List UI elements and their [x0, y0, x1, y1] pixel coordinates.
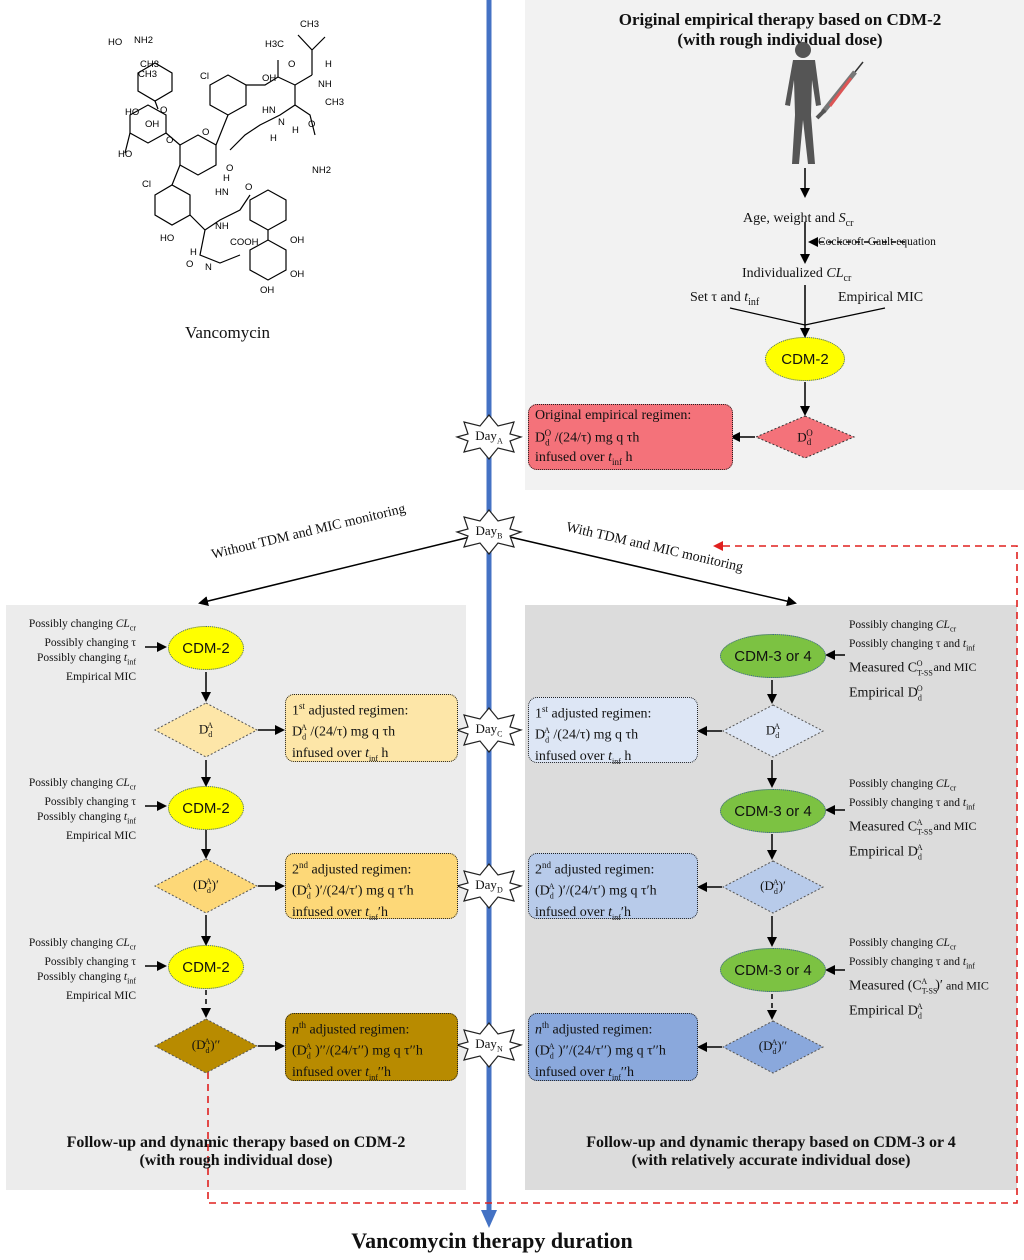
- atom-label: COOH: [230, 237, 259, 248]
- dose-diamond-original: DdO: [754, 415, 856, 459]
- day-a-marker: DayA: [455, 414, 523, 460]
- atom-label: NH2: [134, 35, 153, 46]
- atom-label: Cl: [200, 71, 209, 82]
- atom-label: CH3: [138, 69, 157, 80]
- therapy-duration-label: Vancomycin therapy duration: [351, 1228, 633, 1253]
- day-b-marker: DayB: [455, 509, 523, 555]
- atom-label: O: [160, 105, 167, 116]
- left-panel-footer: Follow-up and dynamic therapy based on C…: [66, 1134, 406, 1170]
- atom-label: OH: [290, 269, 304, 280]
- vancomycin-structure: HO NH2 CH3 CH3 H3C CH3 H NH CH3 OH O O O…: [108, 19, 344, 296]
- day-n-marker: DayN: [455, 1022, 523, 1068]
- atom-label: O: [186, 259, 193, 270]
- dose-diamond-right-3: (DdA)′′: [721, 1020, 825, 1074]
- atom-label: CH3: [325, 97, 344, 108]
- cdm34-node-right-2: CDM-3 or 4: [720, 789, 826, 833]
- atom-label: HN: [262, 105, 276, 116]
- atom-label: HO: [160, 233, 174, 244]
- atom-label: Cl: [142, 179, 151, 190]
- atom-label: NH: [215, 221, 229, 232]
- right-panel-footer: Follow-up and dynamic therapy based on C…: [586, 1134, 956, 1170]
- day-d-marker: DayD: [455, 863, 523, 909]
- atom-label: O: [226, 163, 233, 174]
- atom-label: NH2: [312, 165, 331, 176]
- atom-label: OH: [290, 235, 304, 246]
- atom-label: NH: [318, 79, 332, 90]
- molecule-name: Vancomycin: [185, 323, 270, 342]
- dose-diamond-left-1: DdA: [153, 702, 259, 758]
- right-side-inputs-3: Possibly changing CLcr Possibly changing…: [849, 937, 989, 1020]
- atom-label: O: [245, 182, 252, 193]
- cockcroft-gault-label: Cockcroft-Gault equation: [818, 236, 936, 248]
- left-adjusted-regimen-1: 1st adjusted regimen: DdA /(24/τ) mg q τ…: [285, 694, 458, 763]
- atom-label: OH: [262, 73, 276, 84]
- atom-label: O: [166, 135, 173, 146]
- left-adjusted-regimen-n: nth adjusted regimen: (DdA )′′/(24/τ′′) …: [285, 1013, 458, 1082]
- atom-label: O: [288, 59, 295, 70]
- atom-label: HO: [108, 37, 122, 48]
- cdm34-node-right-3: CDM-3 or 4: [720, 948, 826, 992]
- atom-label: OH: [260, 285, 274, 296]
- right-adjusted-regimen-1: 1st adjusted regimen: DdA /(24/τ) mg q τ…: [528, 697, 698, 766]
- top-panel-title: Original empirical therapy based on CDM-…: [618, 10, 942, 49]
- cdm2-node-left-2: CDM-2: [168, 786, 244, 830]
- atom-label: H: [270, 133, 277, 144]
- atom-label: HO: [125, 107, 139, 118]
- atom-label: H: [292, 125, 299, 136]
- atom-label: N: [205, 262, 212, 273]
- left-side-inputs-2: Possibly changing CLcr Possibly changing…: [28, 777, 136, 843]
- day-c-marker: DayC: [455, 707, 523, 753]
- right-side-inputs-2: Possibly changing CLcr Possibly changing…: [849, 778, 977, 861]
- atom-label: H: [190, 247, 197, 258]
- left-adjusted-regimen-2: 2nd adjusted regimen: (DdA )′/(24/τ′) mg…: [285, 853, 458, 922]
- patient-icon: [785, 42, 864, 164]
- dose-diamond-right-2: (DdA)′: [721, 860, 825, 914]
- cdm34-node-right-1: CDM-3 or 4: [720, 634, 826, 678]
- atom-label: H: [223, 173, 230, 184]
- right-side-inputs-1: Possibly changing CLcr Possibly changing…: [849, 619, 977, 702]
- atom-label: O: [202, 127, 209, 138]
- syringe-icon: [815, 61, 864, 120]
- atom-label: CH3: [140, 59, 159, 70]
- atom-label: HN: [215, 187, 229, 198]
- atom-label: HO: [118, 149, 132, 160]
- dose-diamond-right-1: DdA: [721, 704, 825, 758]
- timeline-arrowhead: [481, 1210, 497, 1228]
- dose-diamond-left-2: (DdA)′: [153, 858, 259, 914]
- atom-label: N: [278, 117, 285, 128]
- age-weight-scr: Age, weight and Scr: [743, 211, 854, 229]
- right-adjusted-regimen-n: nth adjusted regimen: (DdA )′′/(24/τ′′) …: [528, 1013, 698, 1082]
- empirical-mic-top: Empirical MIC: [838, 290, 924, 305]
- cdm2-node-left-3: CDM-2: [168, 945, 244, 989]
- set-tau-tinf: Set τ and tinf: [690, 290, 760, 308]
- atom-label: CH3: [300, 19, 319, 30]
- original-regimen-box: Original empirical regimen: DdO /(24/τ) …: [528, 404, 733, 470]
- left-side-inputs-3: Possibly changing CLcr Possibly changing…: [28, 937, 136, 1003]
- cdm2-node-left-1: CDM-2: [168, 626, 244, 670]
- cdm2-node-top: CDM-2: [765, 337, 845, 381]
- individualized-clcr: Individualized CLcr: [742, 266, 852, 284]
- atom-label: OH: [145, 119, 159, 130]
- dose-diamond-left-3: (DdA)′′: [153, 1018, 259, 1074]
- left-side-inputs-1: Possibly changing CLcr Possibly changing…: [28, 618, 136, 684]
- atom-label: H3C: [265, 39, 284, 50]
- right-adjusted-regimen-2: 2nd adjusted regimen: (DdA )′/(24/τ′) mg…: [528, 853, 698, 922]
- atom-label: H: [325, 59, 332, 70]
- atom-label: O: [308, 119, 315, 130]
- feedback-loop: [207, 541, 1018, 1204]
